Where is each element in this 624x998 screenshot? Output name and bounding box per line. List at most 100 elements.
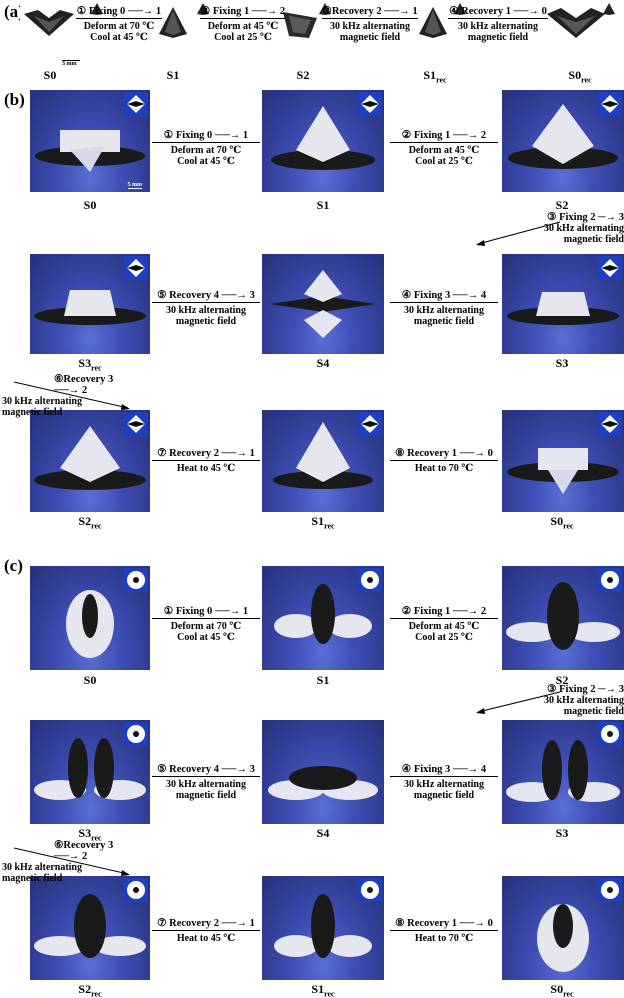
panel-b-photo-s2 [502, 90, 624, 192]
panel-b-state-label: S0 [83, 198, 97, 212]
panel-a-photo-s1rec [415, 4, 451, 40]
panel-b-inset [124, 412, 148, 436]
lattice-sample-image [507, 448, 619, 494]
diamond-flower-icon [361, 95, 379, 113]
lattice-flower-image [268, 766, 378, 800]
panel-c-photo-s3 [502, 720, 624, 824]
panel-a-state-label: S2 [296, 68, 310, 82]
inset-pyramid-icon [197, 3, 209, 15]
panel-c-state-label: S0rec [550, 982, 574, 998]
diamond-flower-icon [601, 95, 619, 113]
lattice-pyramid-s0rec-icon [547, 8, 605, 38]
panel-c-inset [598, 722, 622, 746]
panel-b-step: ⑦ Recovery 2 ──→ 1 Heat to 45 ℃ [152, 448, 260, 474]
panel-b-step: ⑧ Recovery 1 ──→ 0 Heat to 70 ℃ [390, 448, 498, 474]
lattice-sample-image [34, 426, 146, 490]
panel-c-state-label: S3 [555, 826, 569, 840]
panel-b-photo-s0rec [502, 410, 624, 512]
panel-b-inset [358, 92, 382, 116]
panel-b-photo-s0: 5 mm [30, 90, 150, 192]
panel-c-state-label: S1rec [311, 982, 335, 998]
panel-c-state-label: S2 [555, 673, 569, 687]
panel-c-inset [358, 568, 382, 592]
diamond-flower-icon [127, 259, 145, 277]
diamond-flower-icon [127, 415, 145, 433]
lattice-sample-image [273, 422, 373, 489]
panel-b-state-label: S1 [316, 198, 330, 212]
lattice-flower-image [506, 582, 620, 650]
lattice-flower-image [274, 894, 372, 958]
panel-c-inset [598, 568, 622, 592]
panel-b-inset [124, 92, 148, 116]
panel-b-photo-s1rec [262, 410, 384, 512]
lattice-flower-image [34, 738, 146, 800]
panel-a-photo-s1 [155, 4, 191, 40]
lattice-flower-image [274, 584, 372, 644]
panel-b-inset [598, 256, 622, 280]
panel-c-photo-s3rec [30, 720, 150, 824]
panel-c-state-label: S0 [83, 673, 97, 687]
lattice-pyramid-s1-icon [159, 7, 187, 38]
panel-a-label: (a) [4, 2, 24, 21]
panel-b-state-label: S4 [316, 356, 330, 370]
panel-a-state-label: S0 [43, 68, 57, 82]
panel-a-photo-s2 [275, 4, 325, 42]
panel-b-photo-s3rec [30, 254, 150, 354]
panel-b-state-label: S2rec [78, 514, 102, 531]
panel-b-photo-s3 [502, 254, 624, 354]
panel-a-photo-s0rec [545, 4, 607, 40]
panel-b-photo-s1 [262, 90, 384, 192]
diamond-flower-icon [601, 259, 619, 277]
panel-b-state-label: S2 [555, 198, 569, 212]
panel-a-photo-s0 [20, 4, 78, 40]
panel-c-step: ⑦ Recovery 2 ──→ 1 Heat to 45 ℃ [152, 918, 260, 944]
lattice-sample-image [34, 290, 146, 325]
panel-b-scale-bar: 5 mm [127, 182, 142, 189]
panel-a-scale-bar: 3 mm [62, 60, 80, 67]
diamond-flower-icon [601, 415, 619, 433]
inset-pyramid-icon [603, 3, 615, 15]
panel-c-state-label: S4 [316, 826, 330, 840]
panel-c-inset [358, 878, 382, 902]
panel-c-step: ⑧ Recovery 1 ──→ 0 Heat to 70 ℃ [390, 918, 498, 944]
inset-pyramid-icon [454, 3, 466, 15]
flower-icon [601, 881, 619, 899]
panel-b-inset [598, 92, 622, 116]
lattice-pyramid-s1rec-icon [419, 7, 447, 38]
panel-c-inset [598, 878, 622, 902]
panel-b-state-label: S3rec [78, 356, 102, 373]
panel-c-photo-s4 [262, 720, 384, 824]
panel-c-photo-s0 [30, 566, 150, 670]
panel-b-state-label: S3 [555, 356, 569, 370]
panel-b-inset [358, 412, 382, 436]
lattice-flower-image [537, 904, 589, 972]
panel-b-photo-s2rec [30, 410, 150, 512]
panel-c-photo-s0rec [502, 876, 624, 980]
panel-c-photo-s2 [502, 566, 624, 670]
panel-a-state-label: S0rec [568, 68, 592, 85]
lattice-sample-image [507, 292, 619, 325]
inset-pyramid-icon [319, 3, 331, 15]
panel-c-photo-s2rec [30, 876, 150, 980]
panel-b-state-label: S1rec [311, 514, 335, 531]
panel-c-inset [124, 568, 148, 592]
panel-b-photo-s4 [262, 254, 384, 354]
panel-b-inset [598, 412, 622, 436]
panel-c-state-label: S3rec [78, 826, 102, 843]
